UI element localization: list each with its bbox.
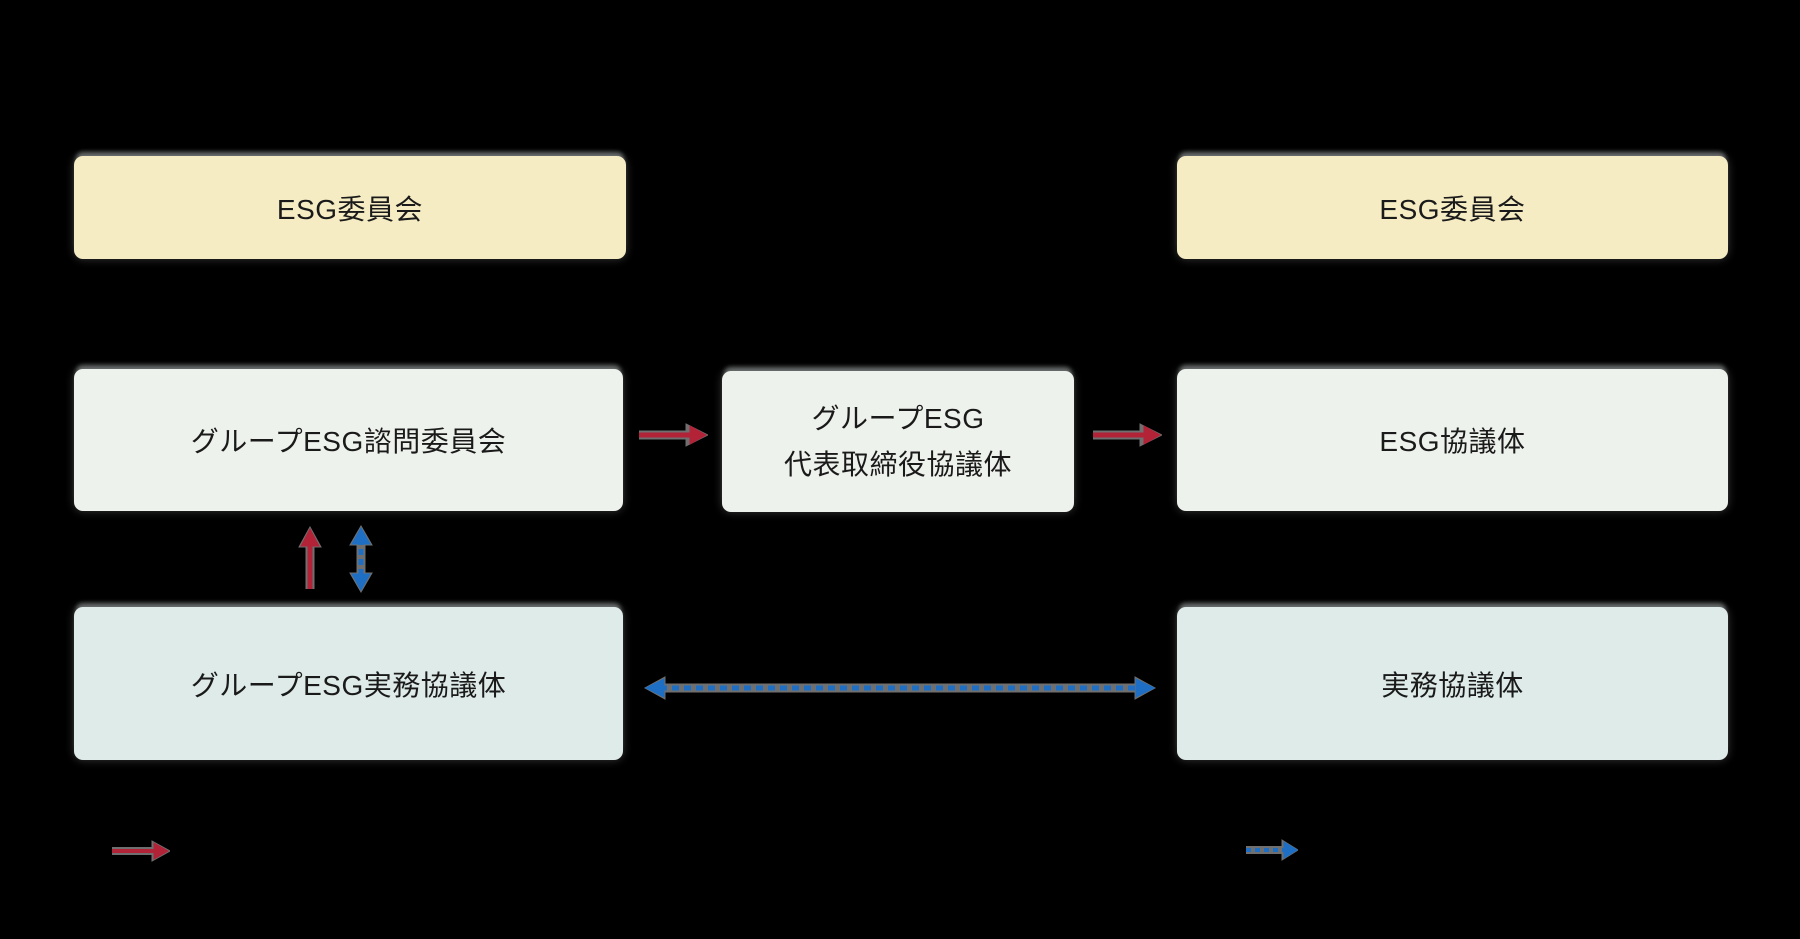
blue-arrow-working-advisory-bidirectional xyxy=(349,525,373,593)
box-group-esg-advisory-committee: グループESG諮問委員会 xyxy=(74,369,623,511)
box-label: グループESG諮問委員会 xyxy=(190,426,507,457)
box-label-line2: 代表取締役協議体 xyxy=(783,448,1012,480)
red-arrow-advisory-to-representative xyxy=(639,423,708,447)
box-label: ESG協議体 xyxy=(1379,426,1526,457)
blue-arrow-working-councils-bidirectional xyxy=(644,676,1156,700)
box-label: ESG委員会 xyxy=(1379,193,1526,225)
box-working-council: 実務協議体 xyxy=(1177,607,1728,760)
box-esg-council: ESG協議体 xyxy=(1177,369,1728,511)
box-label: グループESG実務協議体 xyxy=(190,669,507,701)
box-group-esg-representative-directors-council: グループESG 代表取締役協議体 xyxy=(722,371,1074,512)
red-arrow-representative-to-esg-council xyxy=(1093,423,1162,447)
box-group-esg-working-council: グループESG実務協議体 xyxy=(74,607,623,760)
box-label: ESG委員会 xyxy=(276,193,424,225)
legend-blue-arrow-icon xyxy=(1246,839,1298,861)
legend-red-arrow-icon xyxy=(112,840,170,862)
box-label: 実務協議体 xyxy=(1381,669,1524,701)
box-label-line1: グループESG xyxy=(811,403,985,435)
box-label: グループESG 代表取締役協議体 xyxy=(784,396,1012,487)
box-esg-committee-right: ESG委員会 xyxy=(1177,156,1728,259)
box-esg-committee-left: ESG委員会 xyxy=(74,156,626,259)
red-arrow-working-to-advisory xyxy=(298,526,322,589)
